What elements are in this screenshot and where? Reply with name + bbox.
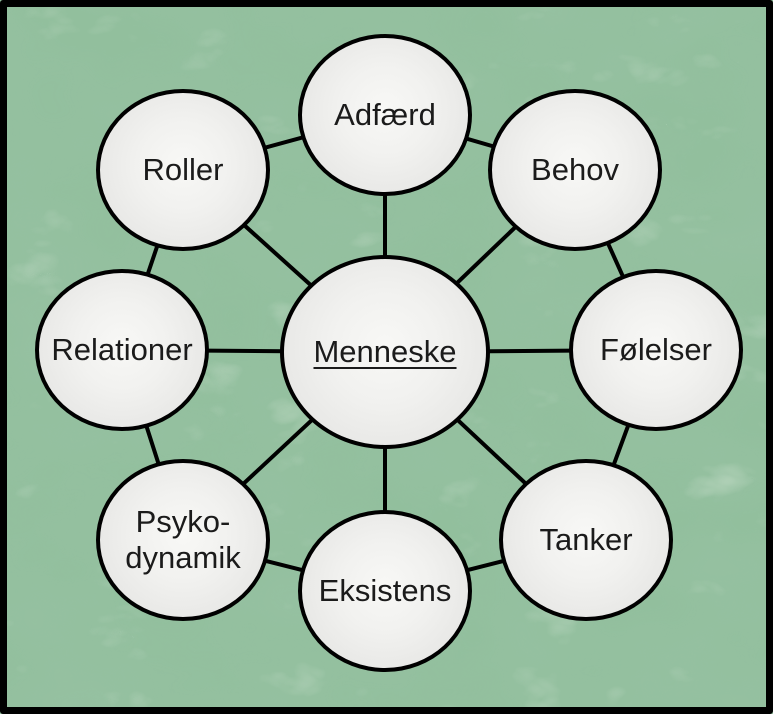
node-roller: Roller — [96, 89, 270, 251]
node-label: Adfærd — [334, 97, 436, 133]
node-label: Tanker — [539, 522, 633, 558]
node-tanker: Tanker — [499, 459, 673, 621]
node-foelelser: Følelser — [569, 269, 743, 431]
node-label: Psyko- dynamik — [125, 504, 241, 575]
node-label: Eksistens — [318, 573, 452, 609]
node-behov: Behov — [488, 89, 662, 251]
node-relationer: Relationer — [35, 269, 209, 431]
node-menneske: Menneske — [280, 255, 490, 449]
node-label: Relationer — [51, 332, 193, 368]
node-label: Roller — [142, 152, 224, 188]
node-adfaerd: Adfærd — [298, 34, 472, 196]
center-node-label: Menneske — [313, 334, 457, 370]
node-psykodynamik: Psyko- dynamik — [96, 459, 270, 621]
node-label: Følelser — [600, 332, 712, 368]
node-eksistens: Eksistens — [298, 510, 472, 672]
node-label: Behov — [531, 152, 619, 188]
